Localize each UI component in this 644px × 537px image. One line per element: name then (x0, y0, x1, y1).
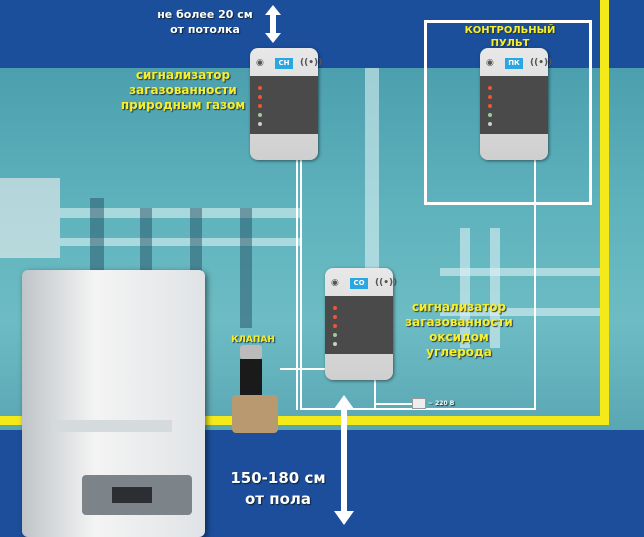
wireless-icon: ((•)) (375, 278, 398, 288)
label-line: сигнализатор (411, 300, 507, 314)
co-detector: ◉ CO ((•)) (325, 268, 397, 380)
power-button-icon: ◉ (256, 58, 264, 68)
power-adapter (412, 398, 426, 409)
control-panel-label: КОНТРОЛЬНЫЙ ПУЛЬТ (450, 24, 570, 50)
gas-boiler (22, 270, 205, 537)
wireless-icon: ((•)) (300, 58, 323, 68)
natural-gas-detector-label: сигнализатор загазованности природным га… (118, 68, 248, 113)
floor-distance-value: 150-180 см (230, 469, 326, 487)
label-line: КОНТРОЛЬНЫЙ (464, 25, 556, 36)
floor-distance-arrow-icon (334, 395, 354, 525)
boiler-control-panel (82, 475, 192, 515)
gas-pipe-vertical (600, 0, 609, 425)
label-line: сигнализатор (135, 68, 231, 82)
gas-valve (232, 345, 280, 435)
ceiling-distance-value: не более 20 см (157, 8, 253, 21)
label-line: ПУЛЬТ (490, 38, 530, 49)
gas-pipe-horizontal (0, 416, 609, 425)
floor-distance-note: 150-180 см от пола (222, 468, 334, 510)
label-line: загазованности (405, 315, 513, 329)
gas-detector-ch: ◉ CH ((•)) (250, 48, 322, 160)
valve-label: КЛАПАН (231, 335, 275, 345)
device-tag: CO (350, 278, 368, 289)
power-button-icon: ◉ (331, 278, 339, 288)
ceiling-distance-arrow-icon (265, 5, 281, 43)
device-tag: ПК (505, 58, 523, 69)
label-line: загазованности (129, 83, 237, 97)
label-line: оксидом углерода (426, 330, 492, 359)
co-detector-label: сигнализатор загазованности оксидом угле… (398, 300, 520, 360)
power-button-icon: ◉ (486, 58, 494, 68)
wireless-icon: ((•)) (530, 58, 553, 68)
floor-distance-ref: от пола (245, 490, 311, 508)
ceiling-distance-note: не более 20 см от потолка (140, 7, 270, 37)
control-panel-frame (424, 20, 592, 205)
label-line: природным газом (120, 98, 246, 112)
ceiling-distance-ref: от потолка (170, 23, 240, 36)
control-panel-pk: ◉ ПК ((•)) (480, 48, 552, 160)
power-label: ~ 220 В (428, 400, 455, 407)
device-tag: CH (275, 58, 293, 69)
